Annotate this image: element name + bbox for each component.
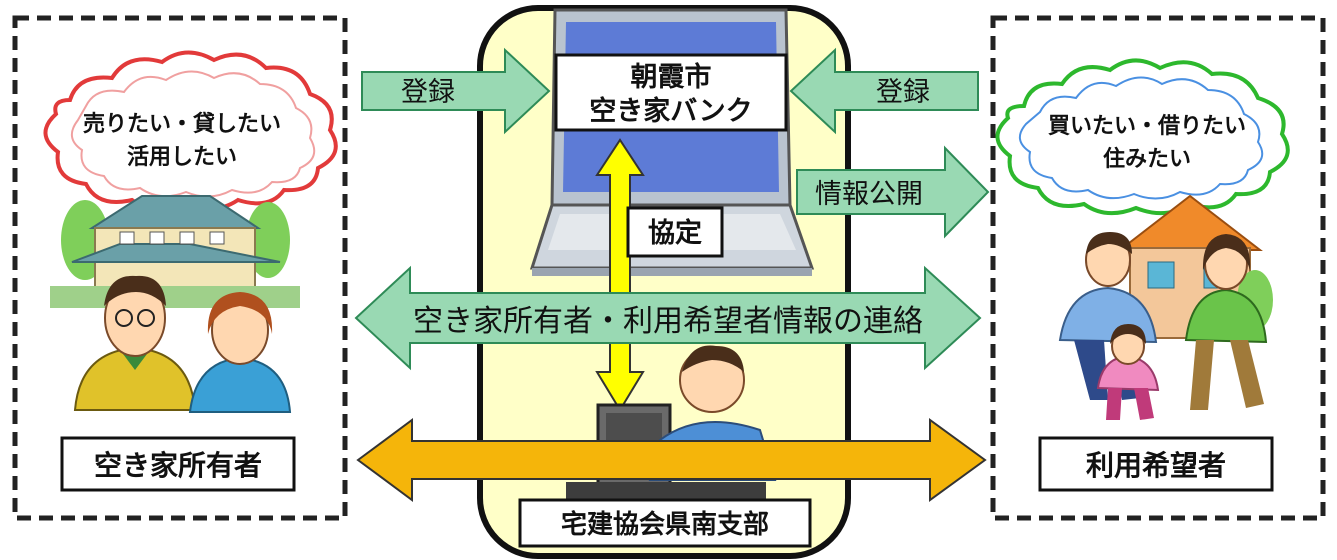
user-label: 利用希望者 — [1086, 449, 1226, 482]
owner-thought-cloud — [43, 50, 338, 212]
register-left-label: 登録 — [401, 77, 455, 108]
house-icon — [50, 195, 300, 308]
association-label: 宅建協会県南支部 — [561, 509, 769, 540]
relation-arrow — [356, 418, 987, 502]
user-label-box — [1038, 436, 1274, 492]
register-arrow-right — [789, 47, 979, 135]
user-thought-line-2: 住みたい — [1103, 146, 1191, 172]
association-box — [518, 498, 812, 548]
owner-thought-line-2: 活用したい — [127, 145, 237, 170]
family-icon — [1058, 232, 1268, 420]
agreement-label: 協定 — [648, 217, 702, 249]
agreement-box — [626, 206, 724, 258]
bank-name-line-1: 朝霞市 — [631, 61, 712, 93]
contact-arrow — [354, 265, 982, 371]
bank-name-box — [554, 53, 788, 132]
publish-label: 情報公開 — [815, 179, 923, 210]
contact-label: 空き家所有者・利用希望者情報の連絡 — [413, 304, 923, 339]
bank-name-line-2: 空き家バンク — [589, 95, 752, 127]
user-frame — [990, 15, 1326, 521]
owner-frame — [12, 15, 348, 521]
owner-label: 空き家所有者 — [94, 449, 262, 482]
owner-couple-icon — [73, 275, 292, 413]
user-thought-line-1: 買いたい・借りたい — [1048, 114, 1246, 139]
publish-arrow — [796, 145, 990, 239]
register-right-label: 登録 — [876, 77, 930, 108]
owner-label-box — [60, 436, 296, 492]
owner-thought-line-1: 売りたい・貸したい — [83, 111, 281, 137]
user-thought-cloud — [995, 58, 1290, 216]
register-arrow-left — [361, 47, 551, 135]
